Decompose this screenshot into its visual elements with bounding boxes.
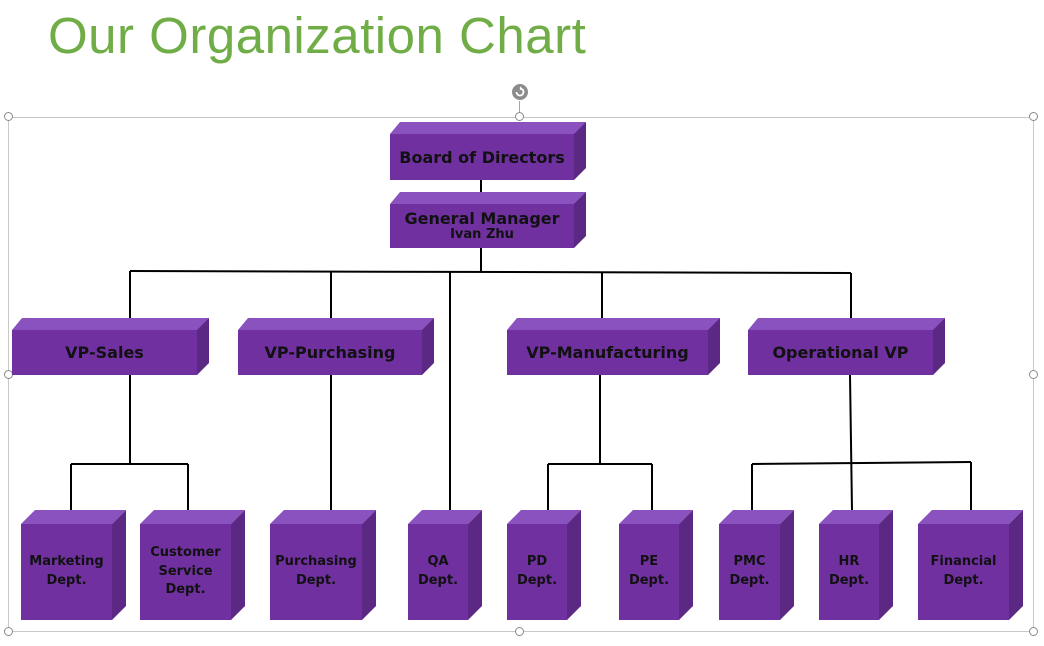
node-label-line2: Dept. [828,573,870,588]
resize-handle-top-right[interactable] [1029,112,1038,121]
node-label-line2: Dept. [417,573,459,588]
node-pe-dept[interactable]: PE Dept. [619,510,693,620]
node-board-of-directors[interactable]: Board of Directors [390,122,586,180]
node-general-manager[interactable]: General Manager Ivan Zhu [390,192,586,248]
node-hr-dept[interactable]: HR Dept. [819,510,893,620]
node-label: Operational VP [772,343,909,362]
rotation-stem [519,101,520,117]
node-vp-manufacturing[interactable]: VP-Manufacturing [507,318,720,375]
node-purchasing-dept[interactable]: Purchasing Dept. [270,510,376,620]
resize-handle-right[interactable] [1029,370,1038,379]
node-vp-sales[interactable]: VP-Sales [12,318,209,375]
node-label-line2: Dept. [943,573,984,588]
node-pmc-dept[interactable]: PMC Dept. [719,510,794,620]
node-label-line2: Dept. [295,573,337,588]
node-label: General Manager [404,208,560,228]
resize-handle-top-left[interactable] [4,112,13,121]
node-label-line1: Customer [150,544,221,560]
node-label-line1: PMC [733,554,766,570]
node-operational-vp[interactable]: Operational VP [748,318,945,375]
connector-operational-down [849,374,853,511]
connector-operational-bus [751,461,972,465]
node-label-line1: Financial [930,554,997,570]
node-qa-dept[interactable]: QA Dept. [408,510,482,620]
resize-handle-bottom-right[interactable] [1029,627,1038,636]
node-label-line3: Dept. [165,582,206,598]
node-marketing-dept[interactable]: Marketing Dept. [21,510,126,620]
node-financial-dept[interactable]: Financial Dept. [918,510,1023,620]
node-label: VP-Sales [65,343,144,362]
node-label-line2: Dept. [46,573,87,588]
node-sublabel: Ivan Zhu [450,226,514,242]
connector-vp-bus [129,270,852,274]
node-label-line2: Dept. [516,573,558,588]
page-title: Our Organization Chart [48,7,587,64]
node-label-line2: Service [158,563,213,579]
node-customer-service-dept[interactable]: Customer Service Dept. [140,510,245,620]
resize-handle-bottom[interactable] [515,627,524,636]
rotate-handle-icon[interactable] [511,83,529,101]
resize-handle-top[interactable] [515,112,524,121]
node-pd-dept[interactable]: PD Dept. [507,510,581,620]
node-label-line1: QA [427,554,449,570]
node-vp-purchasing[interactable]: VP-Purchasing [238,318,434,375]
node-label: VP-Manufacturing [526,343,689,362]
node-label: VP-Purchasing [264,343,396,362]
node-label-line2: Dept. [729,573,770,588]
node-label-line1: HR [838,554,860,570]
node-label: Board of Directors [399,147,565,167]
resize-handle-bottom-left[interactable] [4,627,13,636]
node-label-line1: PD [526,554,548,570]
node-label-line1: PE [639,554,659,570]
node-label-line1: Marketing [29,554,104,570]
node-label-line1: Purchasing [275,554,357,570]
node-label-line2: Dept. [628,573,670,588]
